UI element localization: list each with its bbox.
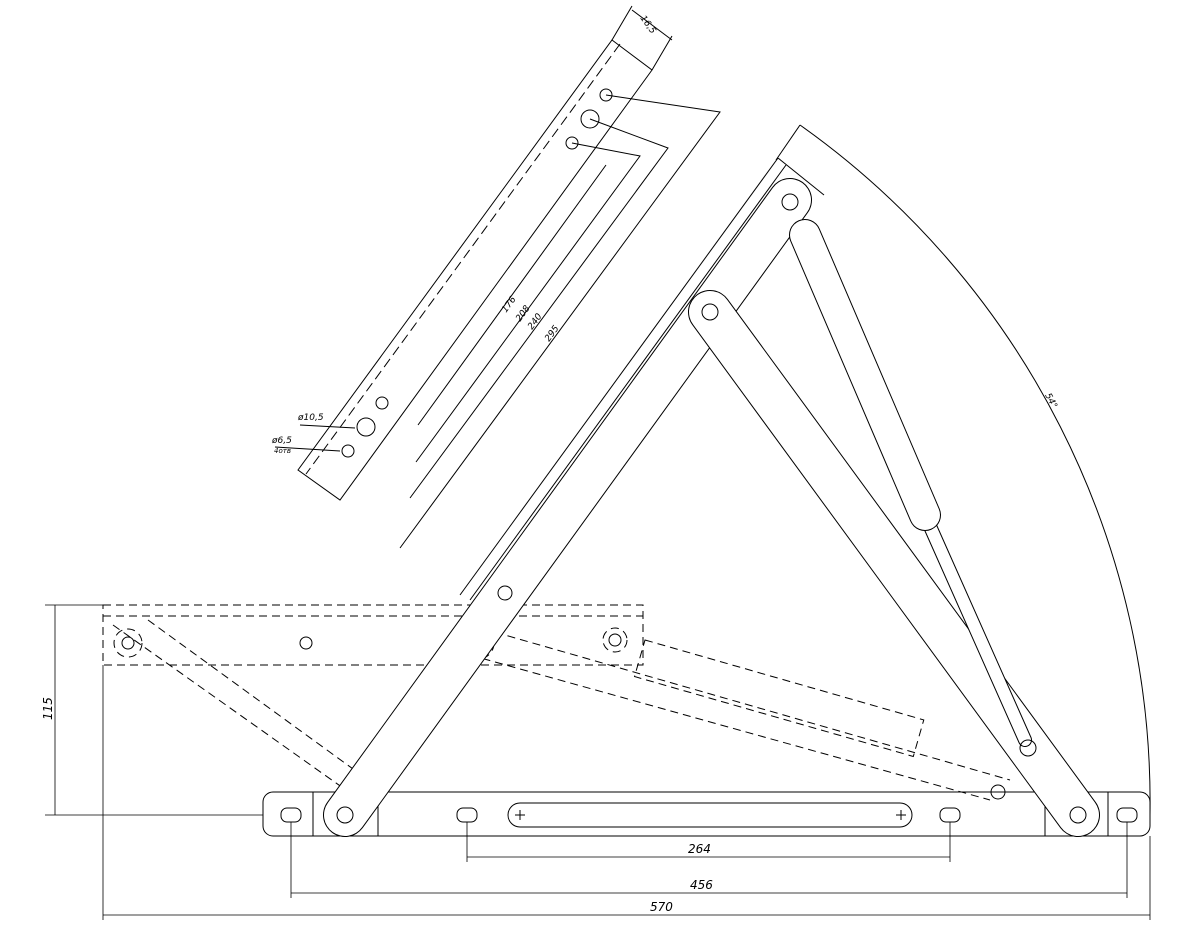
slot xyxy=(456,807,478,823)
mounting-plate xyxy=(274,5,721,549)
angle-arc xyxy=(799,124,1151,816)
dim-570: 570 xyxy=(650,900,673,914)
long-slot xyxy=(507,802,913,828)
slot xyxy=(939,807,961,823)
dim-large-hole: ø10,5 xyxy=(297,413,324,423)
dim-456: 456 xyxy=(690,878,713,892)
base-bar xyxy=(262,791,1151,837)
slot xyxy=(280,807,302,823)
dim-angle: 54° xyxy=(1042,392,1058,411)
dim-small-hole: ø6,5 xyxy=(271,436,292,446)
dim-16-5: 16,5 xyxy=(638,14,658,36)
dim-115: 115 xyxy=(41,697,55,720)
dim-240: 240 xyxy=(526,312,544,332)
slot xyxy=(1116,807,1138,823)
dim-176: 176 xyxy=(500,295,518,315)
dim-small-hole-note: 4отв xyxy=(274,447,291,455)
dim-295: 295 xyxy=(543,324,561,344)
closed-position xyxy=(102,604,1011,801)
dim-264: 264 xyxy=(688,842,711,856)
